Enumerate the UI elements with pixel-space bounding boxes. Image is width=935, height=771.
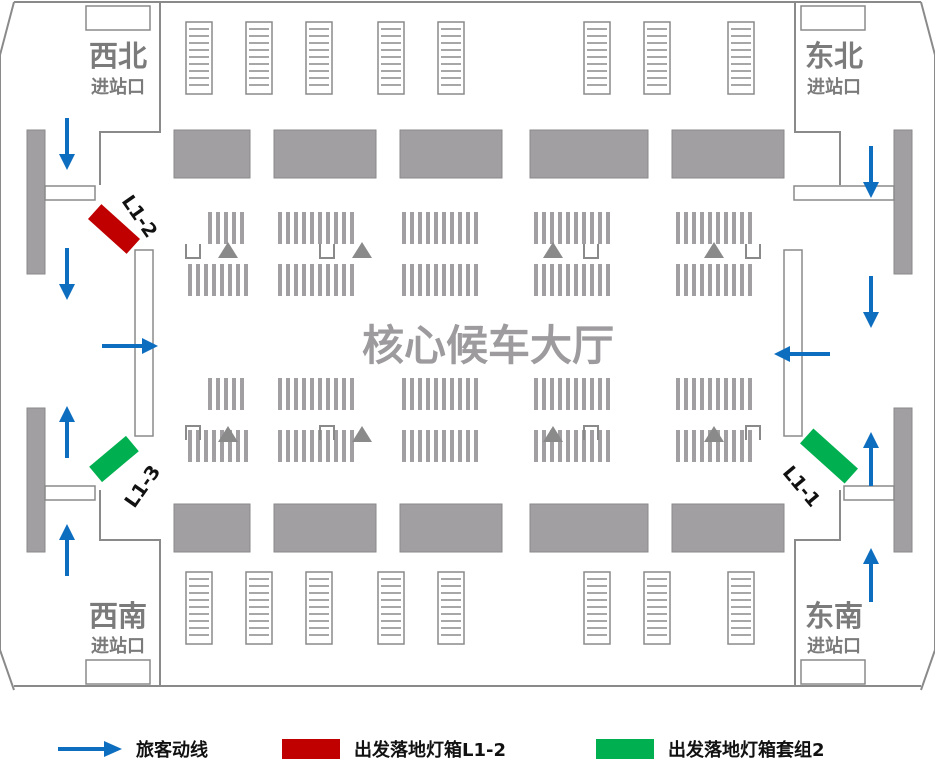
red-swatch [282, 739, 340, 759]
gate-sw-sub: 进站口 [91, 635, 145, 657]
gate-nw-sub: 进站口 [91, 76, 145, 98]
gate-se-sub: 进站口 [807, 635, 861, 657]
gate-ne-name: 东北 [805, 39, 863, 73]
light-box-l1-3-rect [89, 435, 139, 483]
gate-se-name: 东南 [805, 599, 863, 633]
light-box-l1-1-label: L1-1 [778, 462, 825, 512]
bin-icon [319, 425, 335, 440]
info-triangle-icon [543, 242, 563, 258]
legend-item-flow: 旅客动线 [58, 736, 208, 762]
info-triangle-icon [218, 426, 238, 442]
legend-green-label: 出发落地灯箱套组2 [668, 740, 825, 761]
light-box-l1-1-rect [800, 428, 858, 484]
legend-red-label: 出发落地灯箱L1-2 [354, 740, 506, 761]
info-triangle-icon [218, 242, 238, 258]
bin-icon [185, 425, 201, 440]
gate-sw-name: 西南 [89, 599, 147, 633]
seating-upper [188, 212, 752, 296]
gate-labels: 西北 进站口 东北 进站口 西南 进站口 东南 进站口 [89, 39, 863, 657]
bin-icon [745, 425, 761, 440]
legend: 旅客动线 出发落地灯箱L1-2 出发落地灯箱套组2 [0, 728, 935, 768]
info-triangle-icon [543, 426, 563, 442]
green-swatch [596, 739, 654, 759]
bin-icon [185, 244, 201, 259]
light-box-l1-3-label: L1-3 [120, 461, 165, 512]
stairs-bottom [185, 571, 755, 645]
flow-arrow-icon [58, 741, 122, 757]
legend-item-red: 出发落地灯箱L1-2 [282, 736, 506, 762]
light-box-l1-2-rect [87, 204, 141, 254]
bin-icon [583, 244, 599, 259]
info-triangle-icon [352, 426, 372, 442]
service-blocks [173, 129, 785, 553]
legend-flow-label: 旅客动线 [136, 740, 208, 761]
passenger-flow-arrows [59, 118, 879, 602]
gate-pillars [26, 129, 913, 553]
station-floor-plan: 核心候车大厅 西北 进站口 东北 进站口 西南 进站口 东南 进站口 L1-2 … [0, 1, 935, 691]
info-triangle-icon [352, 242, 372, 258]
outer-walls [0, 1, 935, 691]
stairs-top [185, 21, 755, 95]
corner-booths [85, 5, 866, 685]
info-triangle-icon [704, 242, 724, 258]
bin-icon [319, 244, 335, 259]
light-box-l1-2: L1-2 [87, 191, 162, 254]
inner-walls [99, 2, 841, 686]
bin-icon [745, 244, 761, 259]
bin-icon [583, 425, 599, 440]
facility-markers [185, 242, 761, 442]
legend-item-green: 出发落地灯箱套组2 [596, 736, 825, 762]
gate-nw-name: 西北 [89, 39, 147, 73]
gate-ne-sub: 进站口 [807, 76, 861, 98]
seating-lower [188, 378, 752, 462]
hall-label: 核心候车大厅 [362, 321, 614, 370]
info-triangle-icon [704, 426, 724, 442]
